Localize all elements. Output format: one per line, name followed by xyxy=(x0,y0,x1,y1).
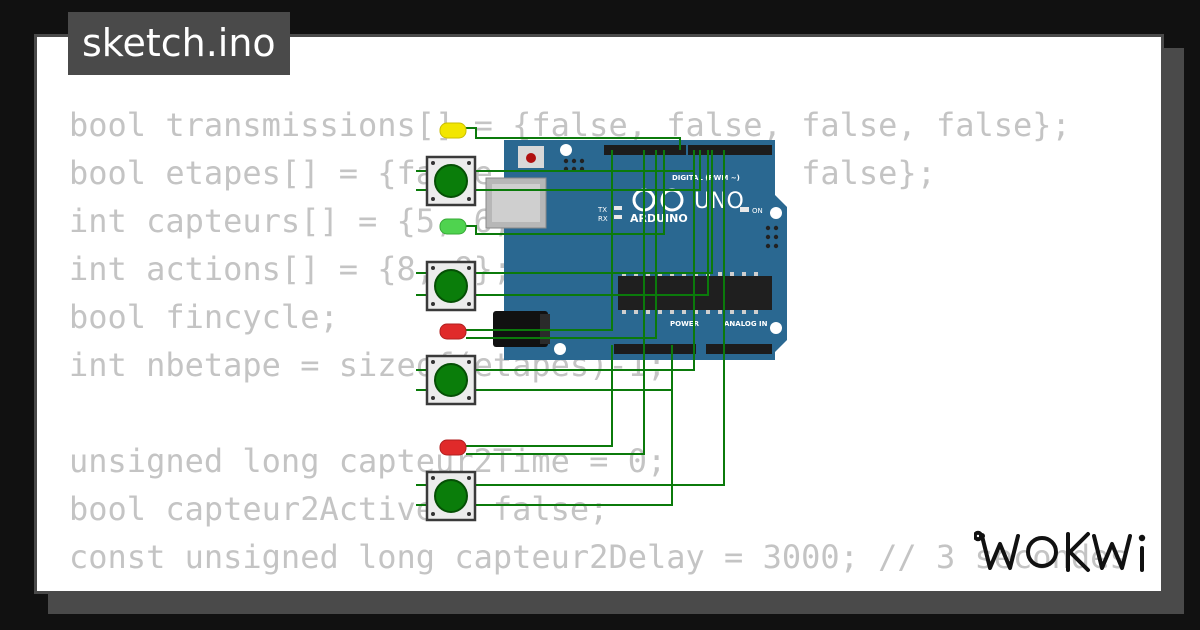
led-yellow[interactable] xyxy=(439,122,467,139)
mount-hole xyxy=(554,343,566,355)
tx-led xyxy=(614,206,622,210)
file-tab[interactable]: sketch.ino xyxy=(68,12,290,75)
analog-header xyxy=(706,344,772,354)
icsp-header-right xyxy=(765,225,779,249)
pushbutton-1[interactable] xyxy=(425,155,477,207)
digital-label: DIGITAL (PWM ~) xyxy=(672,174,740,182)
power-label: POWER xyxy=(670,320,700,328)
board-brand: ARDUINO xyxy=(630,212,688,225)
code-line: bool transmissions[] = {false, false, fa… xyxy=(69,106,1071,144)
led-red-1[interactable] xyxy=(439,323,467,340)
wires xyxy=(416,127,725,506)
reset-button-cap[interactable] xyxy=(526,153,536,163)
rx-label: RX xyxy=(598,215,608,223)
on-led xyxy=(740,207,749,212)
analog-label: ANALOG IN xyxy=(724,320,768,328)
on-label: ON xyxy=(752,207,763,215)
code-line: bool capteur2Active = false; xyxy=(69,490,609,528)
led-green[interactable] xyxy=(439,218,467,235)
mount-hole xyxy=(770,322,782,334)
code-line: bool fincycle; xyxy=(69,298,339,336)
mount-hole xyxy=(560,144,572,156)
pushbutton-2[interactable] xyxy=(425,260,477,312)
mount-hole xyxy=(770,207,782,219)
led-red-2[interactable] xyxy=(439,439,467,456)
board-model: UNO xyxy=(694,189,744,214)
digital-header-right xyxy=(688,145,772,155)
tx-label: TX xyxy=(597,206,607,214)
wokwi-logo xyxy=(974,530,1146,572)
power-header xyxy=(614,344,696,354)
pushbutton-4[interactable] xyxy=(425,470,477,522)
arduino-uno-board[interactable]: ARDUINO UNO DIGITAL (PWM ~) POWER ANALOG… xyxy=(485,140,787,360)
rx-led xyxy=(614,215,622,219)
pushbutton-3[interactable] xyxy=(425,354,477,406)
